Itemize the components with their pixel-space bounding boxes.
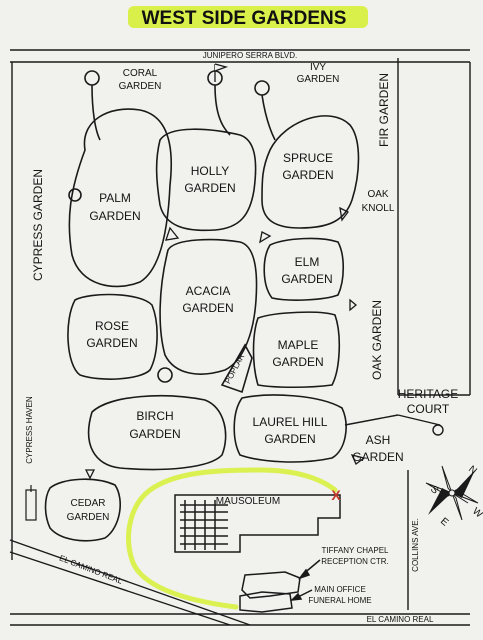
junction-triangles <box>84 206 366 480</box>
road-collins-ave: COLLINS AVE. <box>411 518 420 572</box>
highlighted-route <box>126 467 338 610</box>
palm-garden-label-2: GARDEN <box>89 209 140 223</box>
building-icon <box>25 485 37 521</box>
coral-garden-label-2: GARDEN <box>119 81 162 92</box>
birch-garden-label-1: BIRCH <box>136 409 173 423</box>
cedar-garden-label-2: GARDEN <box>67 512 110 523</box>
mausoleum-label: MAUSOLEUM <box>216 496 280 507</box>
road-cypress-haven: CYPRESS HAVEN <box>25 396 34 464</box>
garden-sections <box>44 108 360 542</box>
tiffany-chapel-label-2: RECEPTION CTR. <box>321 557 389 566</box>
maple-garden-block <box>252 311 341 389</box>
ash-garden-label-1: ASH <box>366 433 391 447</box>
heritage-court-label-1: HERITAGE <box>398 387 458 401</box>
laurel-hill-garden-block <box>233 394 347 463</box>
road-el-camino-bottom: EL CAMINO REAL <box>367 615 434 624</box>
spruce-garden-block <box>261 115 360 229</box>
map-title: WEST SIDE GARDENS <box>142 8 347 29</box>
compass-w: W <box>470 506 483 521</box>
mausoleum-complex <box>174 494 341 613</box>
main-office-building <box>239 591 293 613</box>
oak-knoll-label-1: OAK <box>367 189 388 200</box>
tiffany-chapel-label-1: TIFFANY CHAPEL <box>322 546 390 555</box>
rose-garden-label-1: ROSE <box>95 319 129 333</box>
rose-garden-label-2: GARDEN <box>86 336 137 350</box>
property-boundary <box>9 49 471 626</box>
holly-garden-block <box>155 128 257 232</box>
compass-e: E <box>438 516 450 529</box>
main-office-label-1: MAIN OFFICE <box>314 585 366 594</box>
palm-garden-block <box>68 108 172 288</box>
fir-garden-label: FIR GARDEN <box>377 73 391 147</box>
oak-garden-label: OAK GARDEN <box>370 300 384 380</box>
acacia-garden-label-2: GARDEN <box>182 301 233 315</box>
flag-icon <box>214 63 229 82</box>
road-el-camino-diagonal: EL CAMINO REAL <box>58 553 124 586</box>
holly-garden-label-1: HOLLY <box>191 164 229 178</box>
coral-garden-label-1: CORAL <box>123 68 158 79</box>
cypress-garden-label: CYPRESS GARDEN <box>31 169 45 281</box>
ivy-garden-label-1: IVY <box>310 62 326 73</box>
palm-garden-label-1: PALM <box>99 191 131 205</box>
maple-garden-label-2: GARDEN <box>272 355 323 369</box>
heritage-court-label-2: COURT <box>407 402 450 416</box>
holly-garden-label-2: GARDEN <box>184 181 235 195</box>
rose-garden-block <box>67 293 158 380</box>
compass-rose <box>425 465 479 521</box>
compass-n: N <box>466 464 479 477</box>
ivy-garden-label-2: GARDEN <box>297 74 340 85</box>
main-office-label-2: FUNERAL HOME <box>308 596 371 605</box>
laurel-hill-garden-label-1: LAUREL HILL <box>253 415 328 429</box>
title-highlight <box>128 6 368 28</box>
spruce-garden-label-1: SPRUCE <box>283 151 333 165</box>
elm-garden-label-2: GARDEN <box>281 272 332 286</box>
maple-garden-label-1: MAPLE <box>278 338 319 352</box>
pointer-arrows <box>289 559 321 601</box>
laurel-hill-garden-label-2: GARDEN <box>264 432 315 446</box>
road-junipero-serra: JUNIPERO SERRA BLVD. <box>203 51 298 60</box>
ash-garden-label-2: GARDEN <box>352 450 403 464</box>
elm-garden-block <box>263 237 345 301</box>
acacia-garden-block <box>159 238 258 375</box>
elm-garden-label-1: ELM <box>295 255 320 269</box>
cedar-garden-block <box>44 478 121 542</box>
mausoleum-building <box>174 494 341 553</box>
birch-garden-block <box>87 394 227 471</box>
birch-garden-label-2: GARDEN <box>129 427 180 441</box>
oak-knoll-label-2: KNOLL <box>362 203 395 214</box>
poplar-block <box>220 343 253 394</box>
spruce-garden-label-2: GARDEN <box>282 168 333 182</box>
acacia-garden-label-1: ACACIA <box>186 284 231 298</box>
cedar-garden-label-1: CEDAR <box>70 498 105 509</box>
road-circles <box>68 70 276 383</box>
destination-marker: X <box>331 487 341 503</box>
